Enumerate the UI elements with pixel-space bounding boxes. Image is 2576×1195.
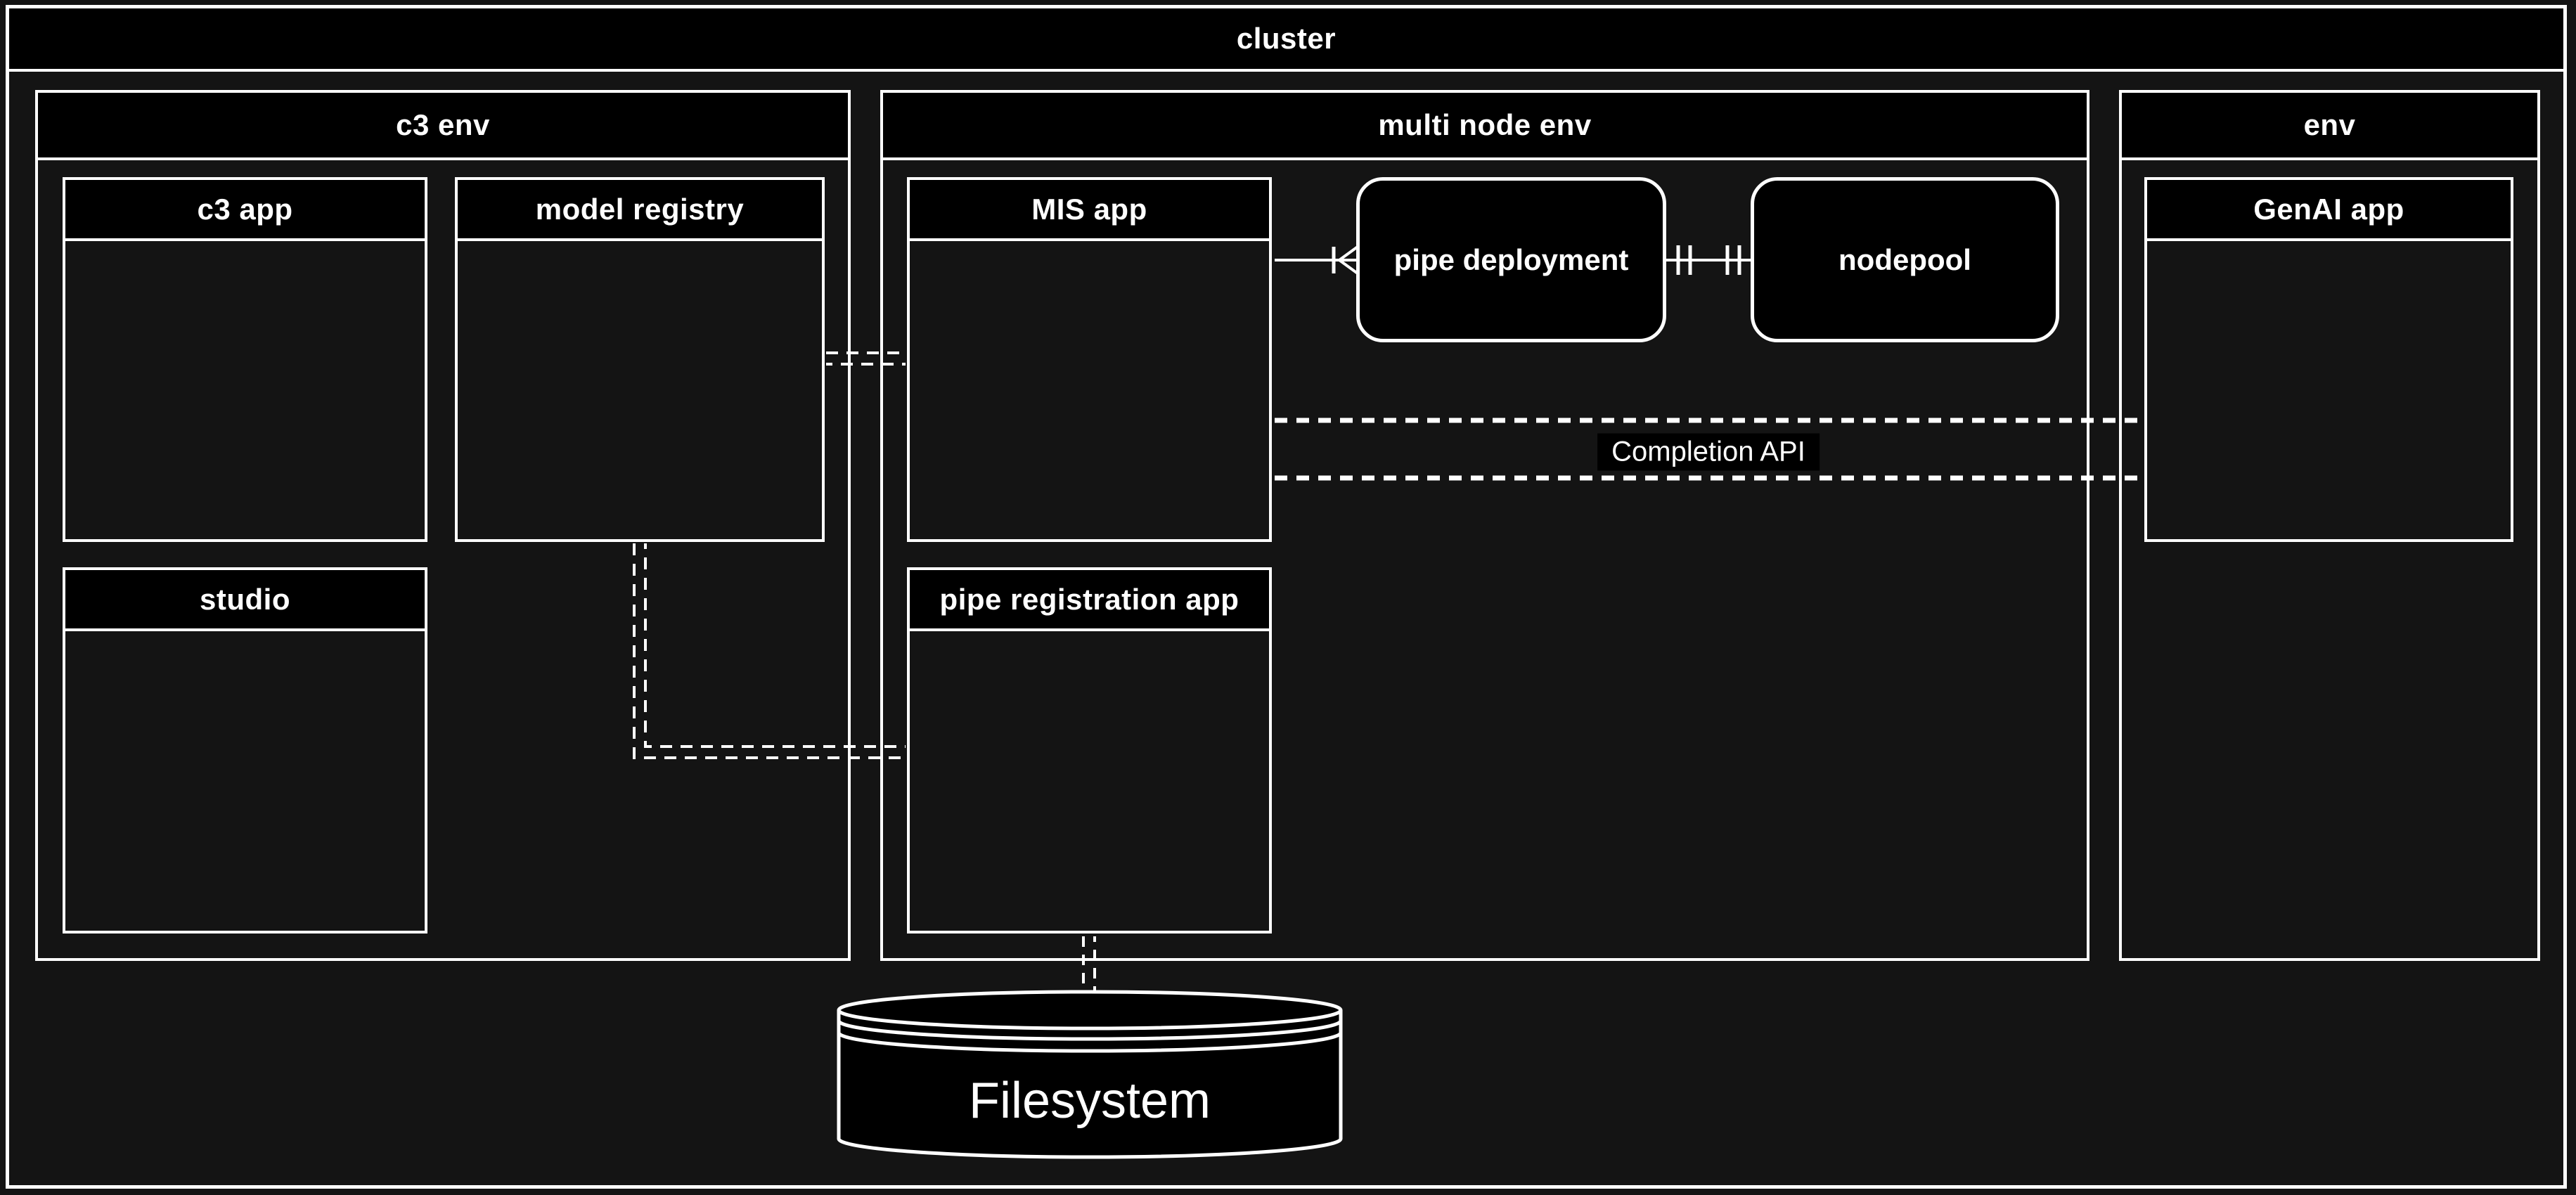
group-c3-env: c3 env	[35, 90, 851, 961]
node-nodepool-label: nodepool	[1838, 243, 1971, 276]
node-mis-app-label: MIS app	[1031, 192, 1147, 226]
group-c3-env-header: c3 env	[38, 93, 848, 160]
node-mis-app: MIS app	[907, 177, 1272, 542]
node-mis-app-header: MIS app	[910, 180, 1269, 241]
node-c3-app-header: c3 app	[65, 180, 425, 241]
node-model-registry: model registry	[455, 177, 825, 542]
node-studio-header: studio	[65, 570, 425, 631]
node-studio: studio	[63, 567, 427, 934]
group-cluster: cluster	[6, 5, 2567, 1189]
group-cluster-header: cluster	[9, 8, 2563, 72]
group-multi-node-env-label: multi node env	[1378, 108, 1592, 141]
node-pipe-registration-app-header: pipe registration app	[910, 570, 1269, 631]
edge-label-completion-api: Completion API	[1597, 433, 1820, 471]
group-cluster-label: cluster	[1236, 22, 1337, 55]
node-genai-app: GenAI app	[2144, 177, 2513, 542]
node-pipe-deployment-label: pipe deployment	[1393, 243, 1629, 276]
node-studio-label: studio	[200, 582, 290, 616]
group-env-header: env	[2122, 93, 2537, 160]
group-env: env	[2119, 90, 2540, 961]
node-filesystem-label: Filesystem	[968, 1073, 1211, 1129]
group-c3-env-label: c3 env	[396, 108, 490, 141]
node-model-registry-label: model registry	[535, 192, 745, 226]
node-pipe-deployment: pipe deployment	[1356, 177, 1666, 342]
node-pipe-registration-app-label: pipe registration app	[939, 582, 1239, 616]
group-multi-node-env-header: multi node env	[883, 93, 2087, 160]
node-c3-app-label: c3 app	[197, 192, 293, 226]
node-nodepool: nodepool	[1751, 177, 2059, 342]
group-multi-node-env: multi node env	[880, 90, 2089, 961]
node-model-registry-header: model registry	[458, 180, 822, 241]
node-genai-app-label: GenAI app	[2253, 192, 2404, 226]
group-env-label: env	[2303, 108, 2356, 141]
node-pipe-registration-app: pipe registration app	[907, 567, 1272, 934]
node-c3-app: c3 app	[63, 177, 427, 542]
node-genai-app-header: GenAI app	[2147, 180, 2511, 241]
